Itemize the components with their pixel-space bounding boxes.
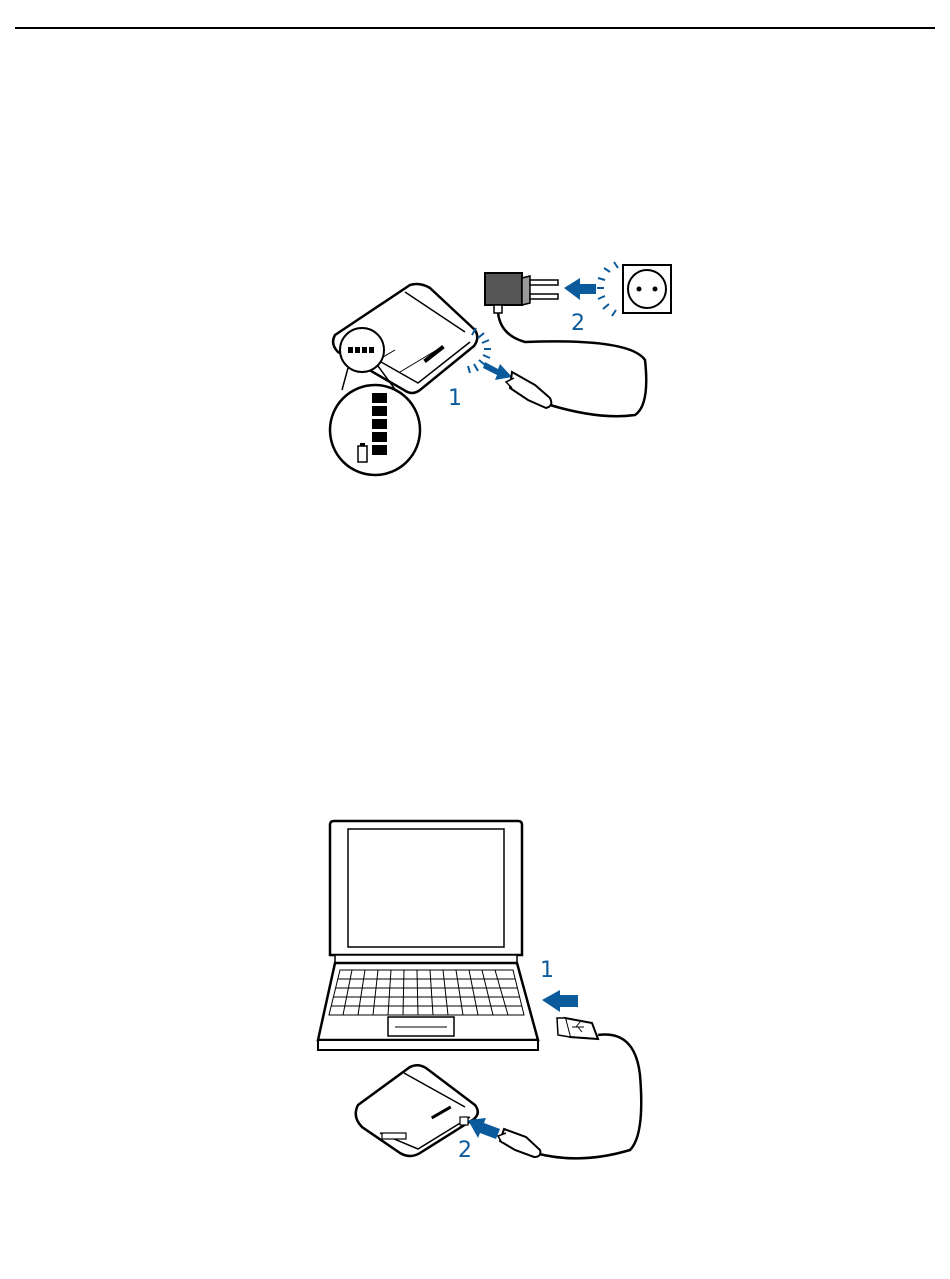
battery-icon [358, 443, 367, 462]
power-outlet-icon [623, 265, 671, 313]
usb-arrow-step-2-icon [468, 1118, 500, 1139]
usb-connector-icon [557, 1018, 598, 1039]
step-2-label: 2 [571, 311, 585, 336]
usb-step-2-label: 2 [458, 1138, 472, 1163]
battery-indicator-zoom [330, 385, 420, 475]
usb-cable [535, 1035, 641, 1159]
laptop-icon [318, 821, 538, 1050]
wall-charger-illustration: 1 2 [300, 240, 720, 490]
usb-charging-illustration: 1 2 [300, 805, 660, 1190]
micro-usb-connector-icon-2 [498, 1129, 540, 1157]
outlet-glow-icon [597, 262, 618, 316]
usb-arrow-step-1-icon [542, 990, 578, 1012]
header-rule [15, 27, 935, 29]
usb-step-1-label: 1 [540, 958, 554, 983]
arrow-step-1-icon [483, 362, 512, 380]
arrow-step-2-icon [564, 278, 596, 300]
micro-usb-connector-icon [506, 372, 551, 408]
wall-charger-icon [485, 273, 558, 313]
step-1-label: 1 [448, 386, 462, 411]
